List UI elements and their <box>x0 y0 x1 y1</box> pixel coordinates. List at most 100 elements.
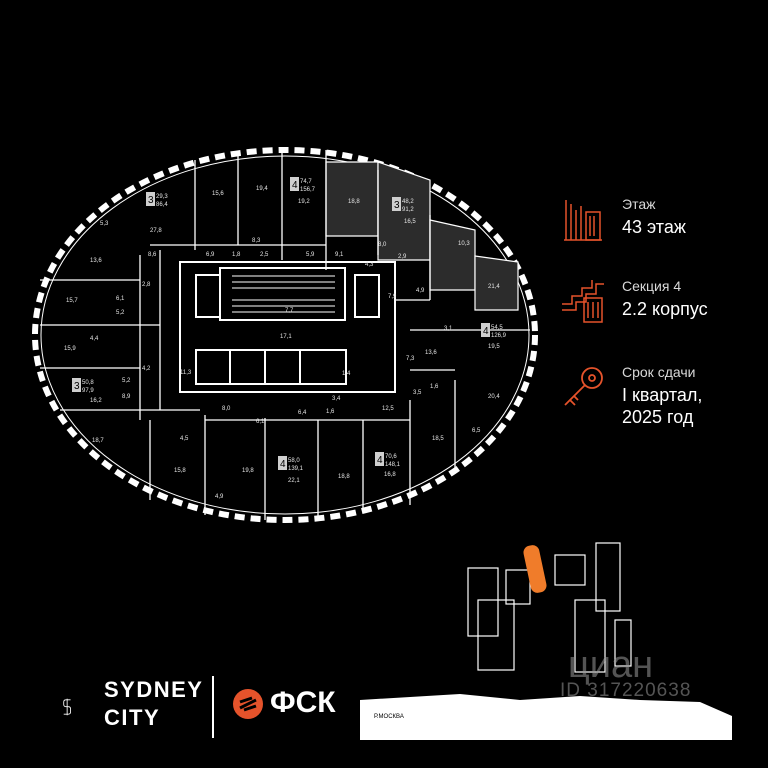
room-area-label: 2,8 <box>142 282 151 288</box>
svg-text:4: 4 <box>377 455 383 466</box>
apt-4-living: 54,5 <box>491 325 503 331</box>
apt-1-total: 86,4 <box>156 202 168 208</box>
room-area-label: 15,8 <box>174 468 186 474</box>
room-area-label: 6,9 <box>206 252 215 258</box>
svg-text:4: 4 <box>280 459 286 470</box>
room-area-label: 19,5 <box>488 344 500 350</box>
delivery-value-line2: 2025 год <box>622 407 694 427</box>
room-area-label: 22,1 <box>288 478 300 484</box>
watermark-id: ID 317220638 <box>560 680 692 701</box>
sydney-city-logo-mark <box>63 698 71 716</box>
apt-7-living: 70,6 <box>385 454 397 460</box>
room-area-label: 15,7 <box>66 298 78 304</box>
apt-7-total: 148,1 <box>385 462 401 468</box>
apt-6-total: 139,1 <box>288 466 304 472</box>
apartment-fills <box>325 161 519 311</box>
room-area-label: 16,2 <box>90 398 102 404</box>
room-labels: 5,3 13,6 15,7 15,9 27,8 15,6 19,4 19,2 18,8 16,5 1… <box>64 186 500 500</box>
room-area-label: 10,3 <box>458 241 470 247</box>
apt-2-living: 74,7 <box>300 179 312 185</box>
svg-text:3: 3 <box>74 381 80 392</box>
room-area-label: 8,9 <box>122 394 131 400</box>
room-area-label: 4,9 <box>215 494 224 500</box>
room-area-label: 4,5 <box>180 436 189 442</box>
floor-label: Этаж <box>622 196 656 212</box>
room-area-label: 8,6 <box>148 252 157 258</box>
room-area-label: 5,9 <box>306 252 315 258</box>
stair-treads <box>232 275 335 313</box>
room-area-label: 4,4 <box>90 336 99 342</box>
stairs-icon <box>562 280 604 323</box>
room-area-label: 6,1 <box>256 419 265 425</box>
room-area-label: 4,3 <box>365 262 374 268</box>
room-area-label: 12,5 <box>382 406 394 412</box>
room-area-label: 15,9 <box>64 346 76 352</box>
room-area-label: 8,0 <box>378 242 387 248</box>
room-area-label: 27,8 <box>150 228 162 234</box>
svg-text:3: 3 <box>394 200 400 211</box>
room-area-label: 3,1 <box>444 326 453 332</box>
floor-value: 43 этаж <box>622 217 686 237</box>
apt-6-living: 58,0 <box>288 458 300 464</box>
apt-2-total: 156,7 <box>300 187 316 193</box>
apt-5-living: 50,8 <box>82 380 94 386</box>
svg-text:4: 4 <box>483 326 489 337</box>
room-area-label: 1,8 <box>232 252 241 258</box>
logo-line2: CITY <box>104 705 161 730</box>
room-area-label: 13,6 <box>90 258 102 264</box>
room-area-label: 8,3 <box>252 238 261 244</box>
watermark-brand: циан <box>568 644 654 686</box>
fsk-logo-text: ФСК <box>270 686 336 719</box>
room-area-label: 2,9 <box>398 254 407 260</box>
room-area-label: 5,2 <box>116 310 125 316</box>
room-area-label: 4,9 <box>416 288 425 294</box>
room-area-label: 9,1 <box>335 252 344 258</box>
room-area-label: 13,6 <box>425 350 437 356</box>
room-area-label: 6,5 <box>472 428 481 434</box>
room-area-label: 5,2 <box>122 378 131 384</box>
apt-5-total: 97,9 <box>82 388 94 394</box>
walls <box>40 148 530 520</box>
svg-text:4: 4 <box>292 180 298 191</box>
room-area-label: 8,0 <box>222 406 231 412</box>
room-area-label: 18,7 <box>92 438 104 444</box>
apt-1-living: 29,3 <box>156 194 168 200</box>
room-area-label: 7,7 <box>285 308 294 314</box>
room-area-label: 2,5 <box>260 252 269 258</box>
room-area-label: 16,8 <box>384 472 396 478</box>
room-area-label: 3,4 <box>332 396 341 402</box>
room-area-label: 18,8 <box>338 474 350 480</box>
apartment-badges: 3 29,3 86,4 4 74,7 156,7 3 48,2 91,2 4 54,5… <box>72 177 507 472</box>
room-area-label: 4,2 <box>142 366 151 372</box>
room-area-label: 19,8 <box>242 468 254 474</box>
room-area-label: 21,4 <box>488 284 500 290</box>
room-area-label: 16,5 <box>404 219 416 225</box>
apt-3-total: 91,2 <box>402 207 414 213</box>
room-area-label: 19,2 <box>298 199 310 205</box>
section-label: Секция 4 <box>622 278 682 294</box>
apt-3-living: 48,2 <box>402 199 414 205</box>
room-area-label: 6,4 <box>298 410 307 416</box>
room-area-label: 15,6 <box>212 191 224 197</box>
room-area-label: 17,1 <box>280 334 292 340</box>
room-area-label: 18,8 <box>348 199 360 205</box>
room-area-label: 20,4 <box>488 394 500 400</box>
room-area-label: 18,5 <box>432 436 444 442</box>
room-area-label: 1,6 <box>430 384 439 390</box>
delivery-label: Срок сдачи <box>622 364 696 380</box>
logo-line1: SYDNEY <box>104 677 204 702</box>
section-value: 2.2 корпус <box>622 299 708 319</box>
fsk-logo-icon <box>233 689 263 719</box>
room-area-label: 11,3 <box>180 370 192 376</box>
logo-divider <box>212 676 214 738</box>
room-area-label: 7,9 <box>388 294 397 300</box>
room-area-label: 5,3 <box>100 221 109 227</box>
room-area-label: 6,1 <box>116 296 125 302</box>
building-outline <box>32 147 538 523</box>
delivery-value-line1: I квартал, <box>622 385 703 405</box>
room-area-label: 19,4 <box>256 186 268 192</box>
apt-4-total: 126,9 <box>491 333 507 339</box>
key-icon <box>564 367 603 406</box>
room-area-label: 1,6 <box>326 409 335 415</box>
